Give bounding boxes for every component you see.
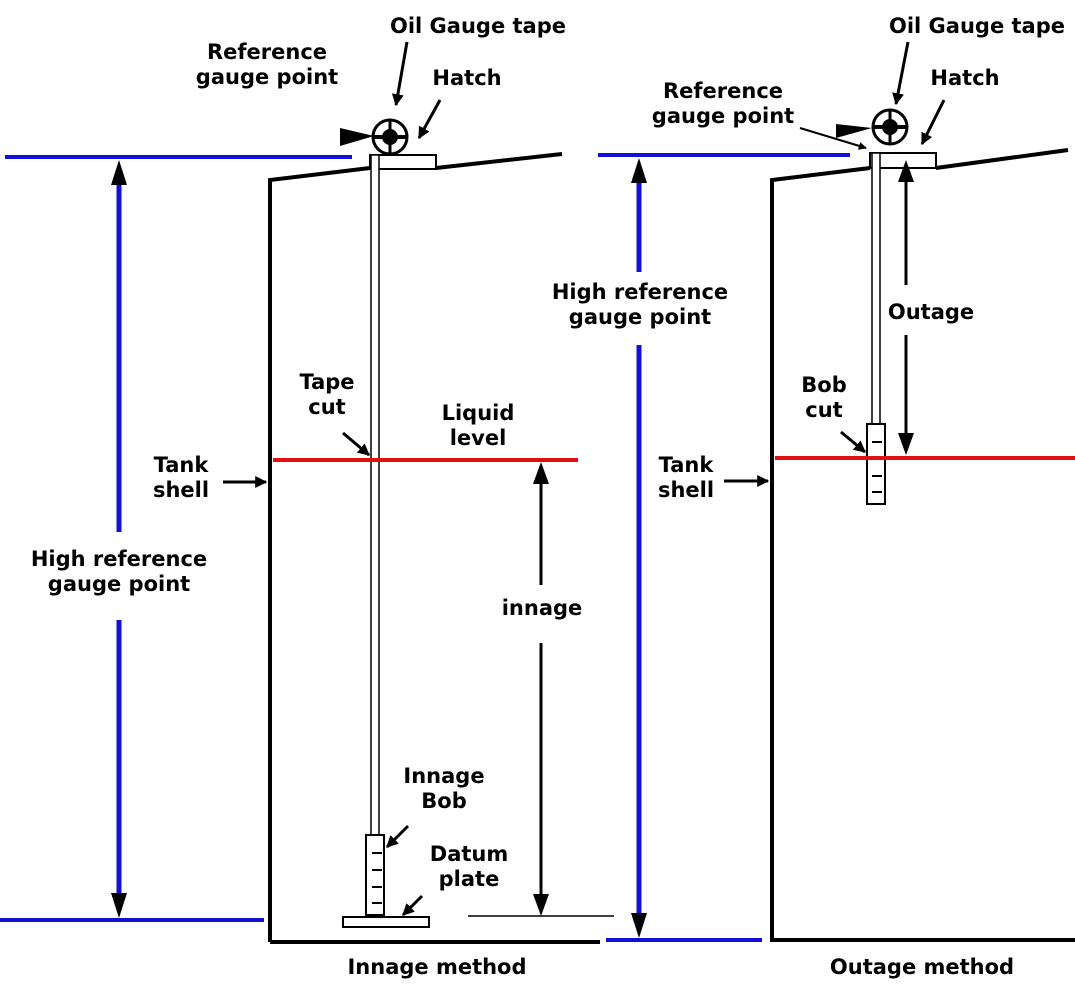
innage-panel xyxy=(0,41,614,944)
outage-height-arrow-down xyxy=(631,913,647,938)
innage-hatch-pointer xyxy=(417,99,442,140)
outage-oil-gauge-tape-pointer xyxy=(892,41,910,106)
innage-tank-shell-outline xyxy=(268,152,600,944)
datum-plate xyxy=(342,916,430,928)
innage-tank-shell-label: Tank shell xyxy=(152,453,210,502)
datum-plate-pointer xyxy=(401,894,424,917)
outage-panel xyxy=(598,41,1075,942)
innage-reference-gauge-point-label: Reference gauge point xyxy=(195,40,339,89)
innage-oil-gauge-tape-pointer xyxy=(391,41,409,107)
bob-cut-label: Bob cut xyxy=(801,373,847,422)
outage-hatch-pointer xyxy=(920,99,946,146)
innage-hatch-label: Hatch xyxy=(432,66,502,90)
innage-dimension-arrow-up xyxy=(533,462,549,484)
outage-dimension-label: Outage xyxy=(887,300,975,324)
innage-height-arrow-down xyxy=(111,893,127,918)
outage-height-arrow-up xyxy=(631,158,647,183)
tape-cut-label: Tape cut xyxy=(299,370,355,419)
innage-hatch-collar xyxy=(369,154,437,170)
tape-cut-pointer xyxy=(342,431,370,457)
outage-gauge-reel-icon xyxy=(836,108,909,146)
innage-height-arrow-up xyxy=(111,160,127,185)
outage-hatch-label: Hatch xyxy=(930,66,1000,90)
innage-bob-icon xyxy=(365,834,385,916)
innage-dimension-label: innage xyxy=(501,596,583,620)
outage-dimension-arrow-down xyxy=(898,433,914,455)
innage-gauge-tape xyxy=(370,154,380,838)
outage-high-reference-gauge-point-label: High reference gauge point xyxy=(551,280,729,329)
innage-dimension-arrow-down xyxy=(533,894,549,916)
innage-method-caption: Innage method xyxy=(347,955,527,979)
innage-bob-label: Innage Bob xyxy=(403,764,485,813)
outage-hatch-collar xyxy=(869,152,937,169)
innage-oil-gauge-tape-label: Oil Gauge tape xyxy=(390,14,566,38)
outage-reference-gauge-point-label: Reference gauge point xyxy=(651,79,795,128)
innage-high-reference-gauge-point-label: High reference gauge point xyxy=(30,547,208,596)
innage-liquid-level-label: Liquid level xyxy=(441,401,515,450)
outage-bob-icon xyxy=(866,423,886,505)
outage-gauge-tape xyxy=(871,152,881,426)
bob-cut-pointer xyxy=(840,430,866,454)
innage-gauge-reel-icon xyxy=(340,118,409,156)
outage-oil-gauge-tape-label: Oil Gauge tape xyxy=(889,14,1065,38)
innage-bob-pointer xyxy=(385,824,410,849)
datum-plate-label: Datum plate xyxy=(429,842,509,891)
outage-method-caption: Outage method xyxy=(829,955,1015,979)
outage-tank-shell-outline xyxy=(770,148,1075,942)
outage-reference-gauge-point-pointer xyxy=(799,127,867,150)
outage-dimension-arrow-up xyxy=(898,160,914,182)
outage-tank-shell-label: Tank shell xyxy=(657,453,715,502)
